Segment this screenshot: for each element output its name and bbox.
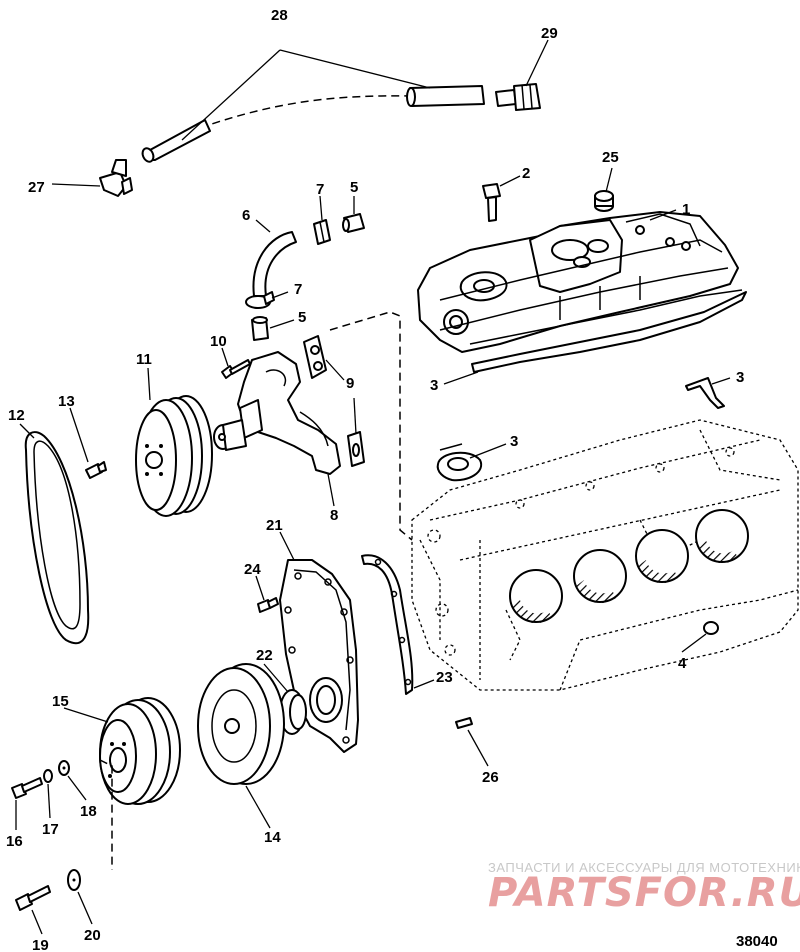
water-pump-pulley bbox=[135, 395, 213, 517]
callout-23: 23 bbox=[436, 669, 453, 686]
flat-washer-18 bbox=[58, 760, 70, 776]
callout-7-lower: 7 bbox=[294, 281, 302, 298]
leader-lines bbox=[15, 39, 731, 935]
hose-clamp-upper bbox=[313, 219, 331, 245]
manifold-bolt bbox=[482, 183, 501, 222]
callout-9: 9 bbox=[346, 375, 354, 392]
figure-number: 38040 bbox=[736, 933, 778, 950]
callout-3-right: 3 bbox=[736, 369, 744, 386]
callout-10: 10 bbox=[210, 333, 227, 350]
callout-25: 25 bbox=[602, 149, 619, 166]
callout-12: 12 bbox=[8, 407, 25, 424]
timing-cover-gasket bbox=[361, 554, 414, 695]
callout-20: 20 bbox=[84, 927, 101, 944]
pump-bolt-10 bbox=[221, 359, 251, 379]
pump-gasket-lower bbox=[347, 431, 365, 467]
balancer-washer-20 bbox=[67, 869, 81, 891]
callout-29: 29 bbox=[541, 25, 558, 42]
callout-5-lower: 5 bbox=[298, 309, 306, 326]
alignment-line-pump-block bbox=[329, 311, 413, 541]
lock-washer-17 bbox=[43, 769, 53, 783]
crankshaft-pulley bbox=[99, 697, 181, 805]
callout-3-ring: 3 bbox=[510, 433, 518, 450]
hose-assembly bbox=[99, 83, 541, 197]
gasket-ring-3 bbox=[436, 443, 483, 482]
engine-block-outline bbox=[411, 419, 799, 691]
callout-6: 6 bbox=[242, 207, 250, 224]
callout-27: 27 bbox=[28, 179, 45, 196]
callout-8: 8 bbox=[330, 507, 338, 524]
plug-25 bbox=[594, 190, 614, 212]
callout-28: 28 bbox=[271, 7, 288, 24]
callout-22: 22 bbox=[256, 647, 273, 664]
elbow-fitting-27 bbox=[99, 159, 133, 197]
watermark: ЗАПЧАСТИ И АКСЕССУАРЫ ДЛЯ МОТОТЕХНИКИ PA… bbox=[488, 860, 800, 916]
cylinder-bores bbox=[509, 509, 749, 624]
balancer-bolt-19 bbox=[15, 885, 51, 911]
callout-5-upper: 5 bbox=[350, 179, 358, 196]
hose-clamp-lower bbox=[245, 291, 275, 309]
water-pump bbox=[213, 351, 341, 475]
hose-fitting-upper bbox=[342, 213, 365, 233]
callout-13: 13 bbox=[58, 393, 75, 410]
cover-bolt-24 bbox=[257, 597, 279, 613]
callout-18: 18 bbox=[80, 803, 97, 820]
pulley-bolt-13 bbox=[85, 461, 107, 479]
bypass-hose bbox=[252, 231, 297, 297]
gasket-clip-3-right bbox=[685, 377, 725, 409]
callout-19: 19 bbox=[32, 937, 49, 952]
hose-fitting-29 bbox=[495, 83, 541, 111]
callout-21: 21 bbox=[266, 517, 283, 534]
intake-manifold bbox=[417, 211, 739, 353]
drive-belt bbox=[24, 431, 90, 645]
dowel-plug-4 bbox=[703, 621, 719, 635]
callout-4: 4 bbox=[678, 655, 687, 672]
callout-3-left: 3 bbox=[430, 377, 438, 394]
pulley-bolt-16 bbox=[11, 777, 43, 799]
callout-labels: 28 29 27 2 25 1 3 3 3 4 7 5 6 7 5 10 9 8… bbox=[6, 7, 744, 952]
harmonic-balancer bbox=[197, 663, 285, 785]
callout-2: 2 bbox=[522, 165, 530, 182]
intake-gasket bbox=[469, 289, 747, 373]
callout-14: 14 bbox=[264, 829, 281, 846]
callout-11: 11 bbox=[136, 351, 152, 368]
callout-7-upper: 7 bbox=[316, 181, 324, 198]
pump-gasket-upper bbox=[303, 335, 327, 379]
hose-fitting-lower bbox=[251, 316, 269, 341]
alignment-line-crank bbox=[99, 759, 113, 870]
callout-24: 24 bbox=[244, 561, 261, 578]
watermark-tagline: ЗАПЧАСТИ И АКСЕССУАРЫ ДЛЯ МОТОТЕХНИКИ bbox=[488, 860, 800, 875]
callout-17: 17 bbox=[42, 821, 59, 838]
watermark-logo: PARTSFOR.RU bbox=[488, 870, 800, 916]
callout-16: 16 bbox=[6, 833, 23, 850]
callout-26: 26 bbox=[482, 769, 499, 786]
callout-1: 1 bbox=[682, 201, 690, 218]
callout-15: 15 bbox=[52, 693, 69, 710]
dowel-pin-26 bbox=[455, 717, 473, 729]
